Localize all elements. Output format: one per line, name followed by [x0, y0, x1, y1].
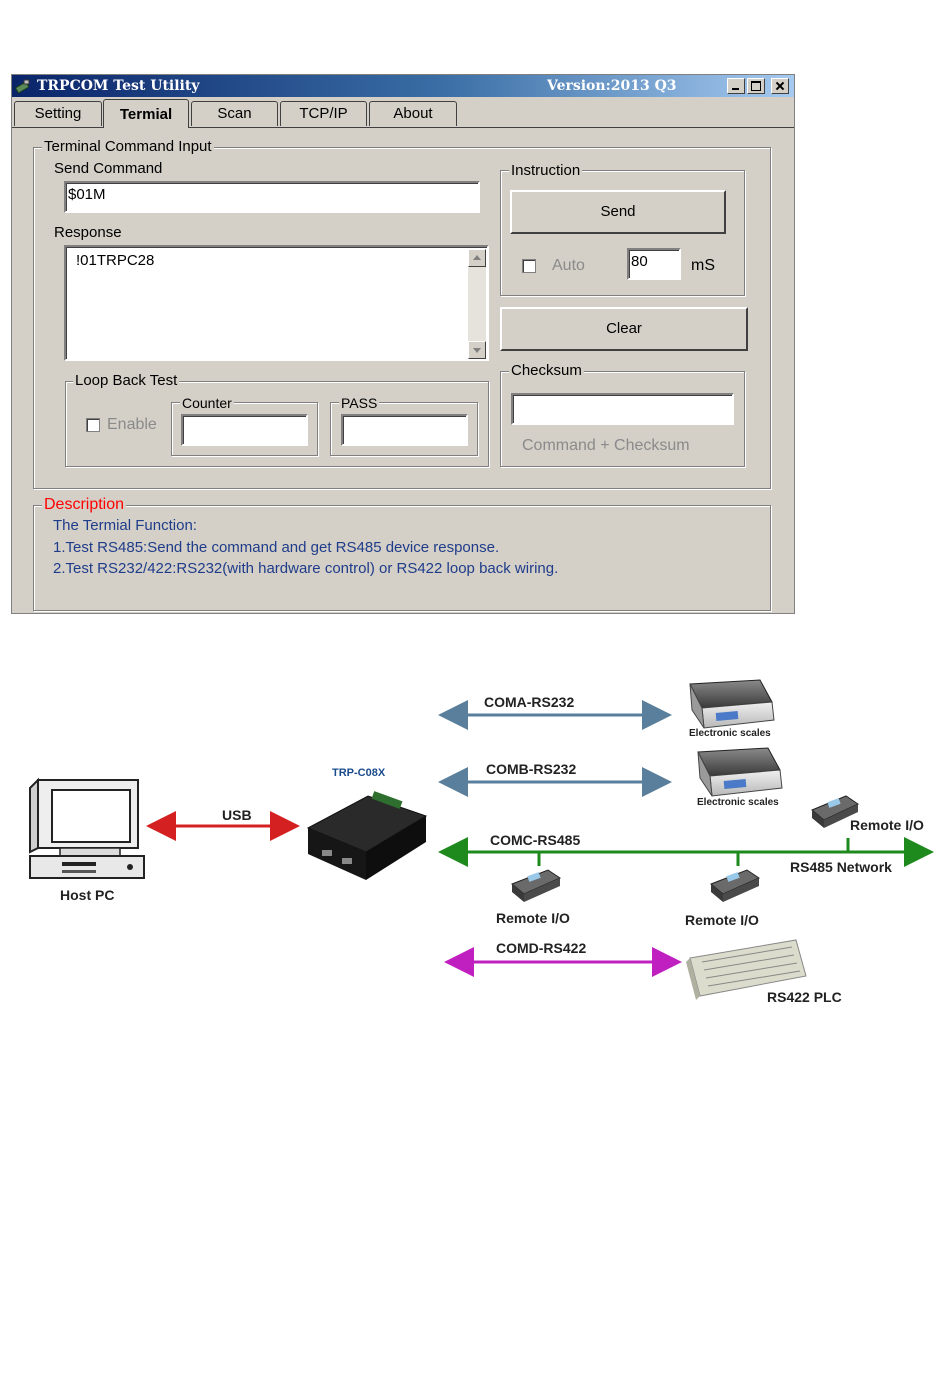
title-bar[interactable]: TRPCOM Test Utility Version:2013 Q3 — [12, 75, 794, 97]
device-label: TRP-C08X — [332, 767, 386, 779]
window-title: TRPCOM Test Utility — [37, 78, 200, 94]
scroll-down-icon[interactable] — [468, 341, 486, 359]
send-command-input[interactable]: $01M — [64, 181, 480, 213]
scale-label-1: Electronic scales — [689, 728, 771, 739]
host-pc-icon — [29, 777, 145, 879]
remote-io-icon-2 — [710, 869, 761, 902]
trp-c08x-device-icon — [306, 791, 428, 880]
scroll-up-icon[interactable] — [468, 249, 486, 267]
send-command-label: Send Command — [54, 160, 163, 177]
response-textarea[interactable]: !01TRPC28 — [64, 245, 489, 361]
close-button[interactable] — [771, 78, 789, 94]
minimize-button[interactable] — [727, 78, 745, 94]
checksum-hint: Command + Checksum — [522, 437, 690, 454]
response-label: Response — [54, 224, 122, 241]
auto-checkbox[interactable] — [522, 259, 536, 273]
remote-io-icon-3 — [811, 795, 860, 828]
tab-setting[interactable]: Setting — [14, 101, 102, 126]
remote-io-label-3: Remote I/O — [850, 817, 924, 833]
electronic-scale-icon-2 — [697, 747, 783, 797]
auto-interval-input[interactable]: 80 — [627, 248, 681, 280]
tab-about[interactable]: About — [369, 101, 457, 126]
window-version: Version:2013 Q3 — [547, 78, 677, 94]
loop-back-test-label: Loop Back Test — [73, 372, 180, 389]
description-line-2: 1.Test RS485:Send the command and get RS… — [53, 539, 500, 556]
response-text: !01TRPC28 — [76, 252, 155, 269]
tab-termial[interactable]: Termial — [103, 99, 189, 128]
checksum-field[interactable] — [511, 393, 734, 425]
instruction-label: Instruction — [509, 162, 583, 179]
terminal-group-label: Terminal Command Input — [42, 138, 214, 155]
coma-label: COMA-RS232 — [484, 694, 574, 710]
instruction-group — [500, 170, 745, 296]
response-scrollbar[interactable] — [468, 249, 486, 359]
pass-field[interactable] — [341, 414, 468, 446]
interval-unit: mS — [691, 257, 715, 274]
counter-label: Counter — [180, 395, 234, 411]
connection-diagram: Host PC USB TRP-C08X COMA-RS232 Electron… — [29, 679, 934, 1005]
comd-label: COMD-RS422 — [496, 940, 586, 956]
checksum-group — [500, 371, 745, 467]
counter-field[interactable] — [181, 414, 308, 446]
host-pc-label: Host PC — [60, 887, 114, 903]
remote-io-icon-1 — [511, 869, 562, 902]
counter-group — [171, 402, 318, 456]
clear-button[interactable]: Clear — [500, 307, 748, 351]
loop-back-test-group — [65, 381, 489, 467]
maximize-button[interactable] — [747, 78, 765, 94]
tab-divider — [12, 127, 794, 128]
pass-label: PASS — [339, 395, 380, 411]
remote-io-label-2: Remote I/O — [685, 912, 759, 928]
description-group — [33, 505, 771, 611]
usb-label: USB — [222, 807, 252, 823]
trpcom-window: TRPCOM Test Utility Version:2013 Q3 Sett… — [11, 74, 795, 614]
terminal-command-input-group — [33, 147, 771, 489]
tab-tcpip[interactable]: TCP/IP — [280, 101, 367, 126]
app-icon — [15, 79, 30, 94]
description-label: Description — [42, 496, 127, 513]
enable-checkbox[interactable] — [86, 418, 100, 432]
tab-scan[interactable]: Scan — [191, 101, 278, 126]
checksum-label: Checksum — [509, 362, 584, 379]
pass-group — [330, 402, 478, 456]
send-button[interactable]: Send — [510, 190, 726, 234]
description-line-3: 2.Test RS232/422:RS232(with hardware con… — [53, 560, 559, 577]
remote-io-label-1: Remote I/O — [496, 910, 570, 926]
comc-label: COMC-RS485 — [490, 832, 580, 848]
scale-label-2: Electronic scales — [697, 797, 779, 808]
enable-label: Enable — [107, 416, 157, 433]
rs485-network-label: RS485 Network — [790, 859, 892, 875]
electronic-scale-icon-1 — [689, 679, 775, 729]
auto-label: Auto — [552, 257, 585, 274]
comb-label: COMB-RS232 — [486, 761, 576, 777]
rs422-plc-icon — [686, 939, 807, 1000]
plc-label: RS422 PLC — [767, 989, 842, 1005]
description-line-1: The Termial Function: — [53, 517, 197, 534]
